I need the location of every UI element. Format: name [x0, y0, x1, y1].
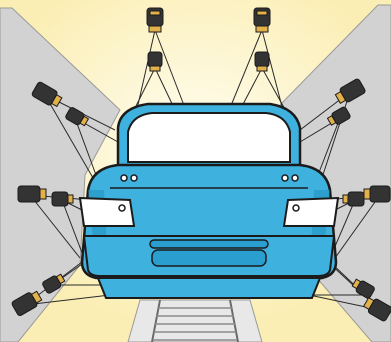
tail-light-right	[284, 198, 338, 226]
trunk-lamp-right-2	[292, 175, 298, 181]
trunk-lamp-right-1	[282, 175, 288, 181]
camera-icon	[147, 8, 163, 32]
trunk-lamp-left-1	[121, 175, 127, 181]
rear-window	[128, 113, 290, 162]
floor-rails	[128, 300, 262, 342]
license-plate-recess	[152, 250, 266, 266]
trunk-lamp-left-2	[131, 175, 137, 181]
camera-icon	[255, 52, 269, 71]
tail-light-left	[80, 198, 134, 226]
camera-icon	[148, 52, 162, 71]
bumper-slot	[150, 240, 268, 248]
camera-icon	[254, 8, 270, 32]
car-body	[80, 104, 338, 298]
